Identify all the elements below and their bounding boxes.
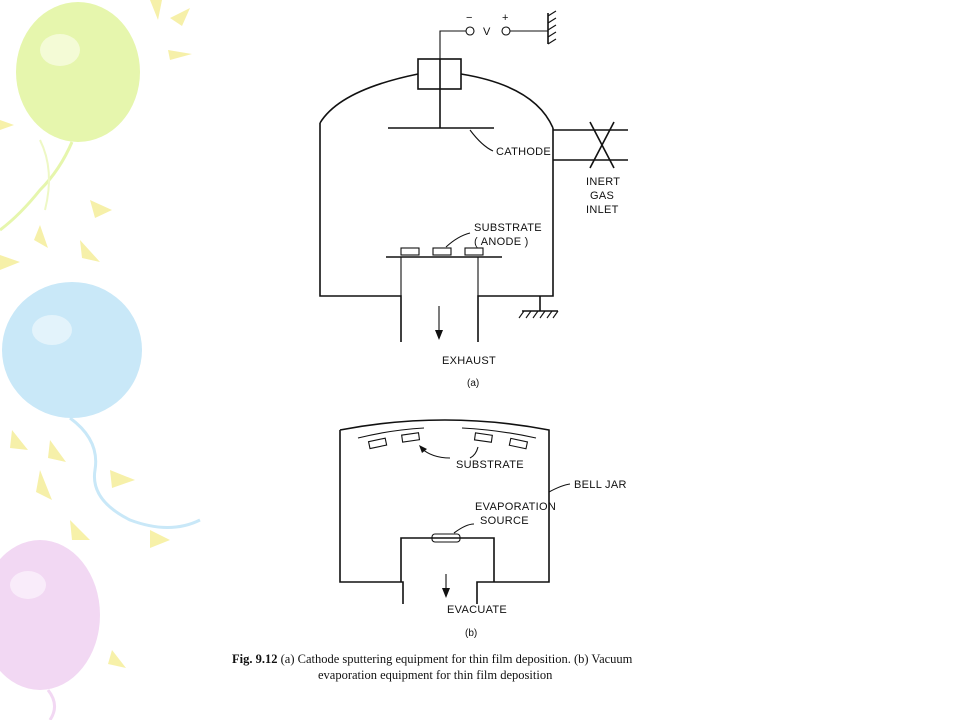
caption-line2: evaporation equipment for thin film depo… — [318, 668, 553, 682]
evacuate-label: EVACUATE — [447, 604, 507, 616]
bell-jar-label: BELL JAR — [574, 479, 627, 491]
part-b-label: (b) — [465, 628, 477, 639]
voltage-label: V — [483, 26, 491, 38]
evap-substrate-2 — [401, 432, 421, 443]
evap-label-line1: EVAPORATION — [475, 501, 556, 513]
sun-rays — [0, 0, 192, 668]
evap-label-line2: SOURCE — [480, 515, 529, 527]
cathode-label: CATHODE — [496, 146, 551, 158]
gas-inlet-valve — [589, 121, 615, 169]
substrate-chip-3 — [464, 247, 484, 256]
substrate-chip-1 — [400, 247, 420, 256]
exhaust-arrow — [435, 330, 443, 340]
substrate-label-a: SUBSTRATE — [474, 222, 542, 234]
substrate-label-b: SUBSTRATE — [456, 459, 524, 471]
voltage-minus-sign: − — [466, 12, 473, 24]
substrate-chip-2 — [432, 247, 452, 256]
sputtering-chamber-dome — [319, 73, 554, 129]
inlet-label-line1: INERT — [586, 176, 620, 188]
evacuate-arrow — [442, 588, 450, 598]
part-a-label: (a) — [467, 378, 479, 389]
anode-label: ( ANODE ) — [474, 236, 529, 248]
pink-balloon — [0, 540, 100, 720]
ground-symbol-top — [547, 10, 557, 45]
blue-balloon — [2, 282, 201, 529]
inlet-label-line3: INLET — [586, 204, 619, 216]
positive-terminal — [501, 26, 511, 36]
evap-substrate-3 — [473, 432, 493, 443]
voltage-plus-sign: + — [502, 12, 509, 24]
bell-jar — [339, 419, 550, 604]
source-support — [400, 537, 495, 582]
evap-substrate-4 — [508, 437, 529, 450]
evap-substrate-1 — [367, 437, 388, 450]
inlet-label-line2: GAS — [590, 190, 614, 202]
evaporation-source — [431, 533, 461, 543]
substrate-holder — [357, 427, 537, 439]
sputtering-chamber-diagram: − + V INERT GAS INLET CATHODE — [319, 10, 628, 389]
ground-symbol-bottom — [518, 296, 559, 319]
exhaust-label: EXHAUST — [442, 355, 496, 367]
negative-terminal — [465, 26, 475, 36]
sputtering-chamber-wall — [319, 123, 402, 342]
figure-caption: Fig. 9.12 (a) Cathode sputtering equipme… — [232, 651, 792, 683]
green-balloon — [0, 2, 140, 232]
caption-line1: (a) Cathode sputtering equipment for thi… — [280, 652, 633, 666]
evaporation-chamber-diagram: SUBSTRATE BELL JAR EVAPORATION SOURCE EV… — [339, 419, 627, 639]
figure-number: Fig. 9.12 — [232, 652, 278, 666]
